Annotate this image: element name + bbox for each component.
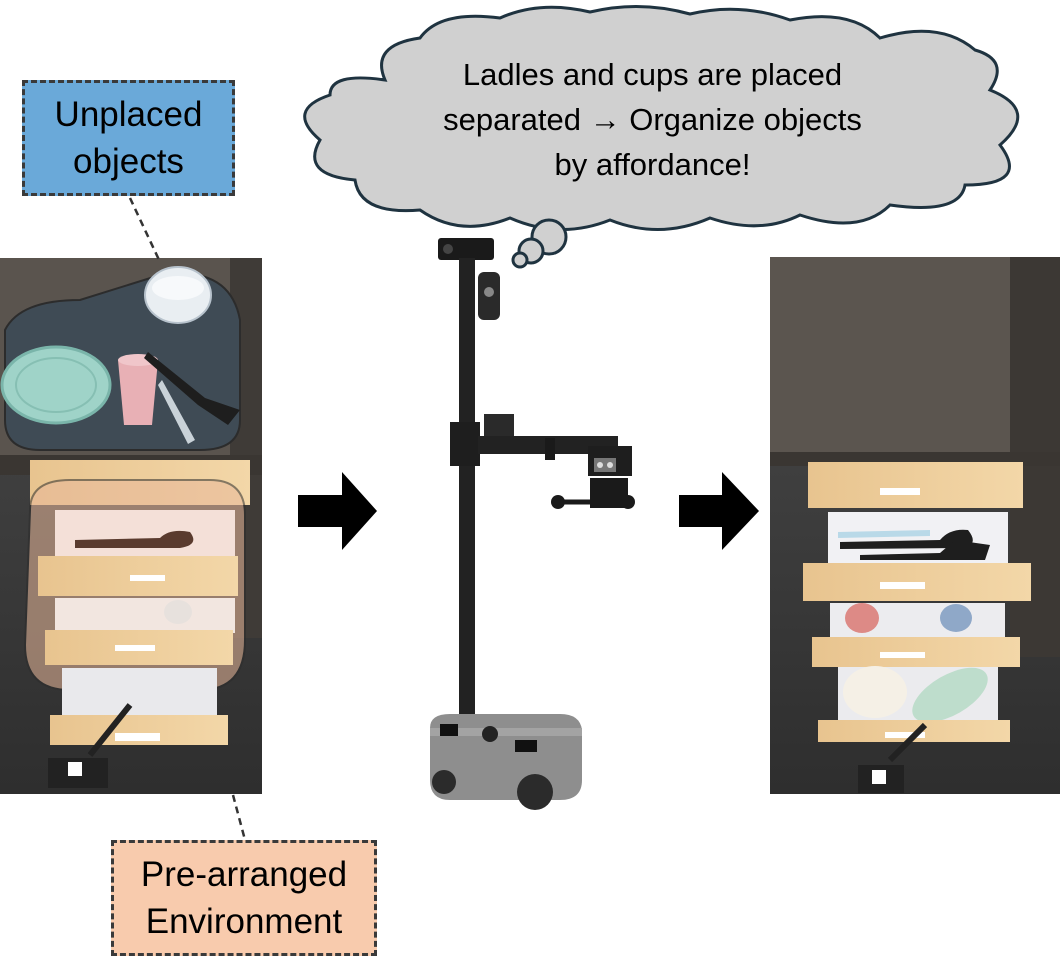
before-scene-photo [0,258,262,794]
spatula-in-drawer [860,540,990,560]
bowl-placed [843,666,907,718]
ladle-in-drawer [840,529,973,549]
environment-connector [231,794,247,841]
unplaced-connector [128,197,162,263]
pink-cup-placed [845,603,879,633]
thought-text: Ladles and cups are placed separated → O… [380,52,925,187]
environment-line-2: Environment [145,902,343,941]
pink-cup [118,360,158,425]
thought-line-1: Ladles and cups are placed [462,57,843,92]
blue-cup-placed [940,604,972,632]
spatula [144,352,240,425]
robot [430,238,635,810]
cup-in-drawer [164,600,192,624]
unplaced-objects-line-1: Unplaced [54,95,203,134]
unplaced-objects-line-2: objects [73,142,184,181]
thought-line-3: by affordance! [554,147,751,182]
unplaced-objects-label: Unplaced objects [22,80,235,196]
thought-line-2: separated → Organize objects [443,102,862,137]
arrow-right-2 [679,472,759,550]
pre-arranged-environment-label: Pre-arranged Environment [111,840,377,956]
ladle [75,530,194,548]
environment-line-1: Pre-arranged [140,855,348,894]
after-scene-photo [770,257,1060,794]
robot-mast [459,258,475,720]
knife-in-drawer [838,530,930,538]
plate-placed [912,667,988,723]
arrow-right-1 [298,472,377,550]
knife [158,380,195,444]
thought-cloud [303,4,1020,269]
